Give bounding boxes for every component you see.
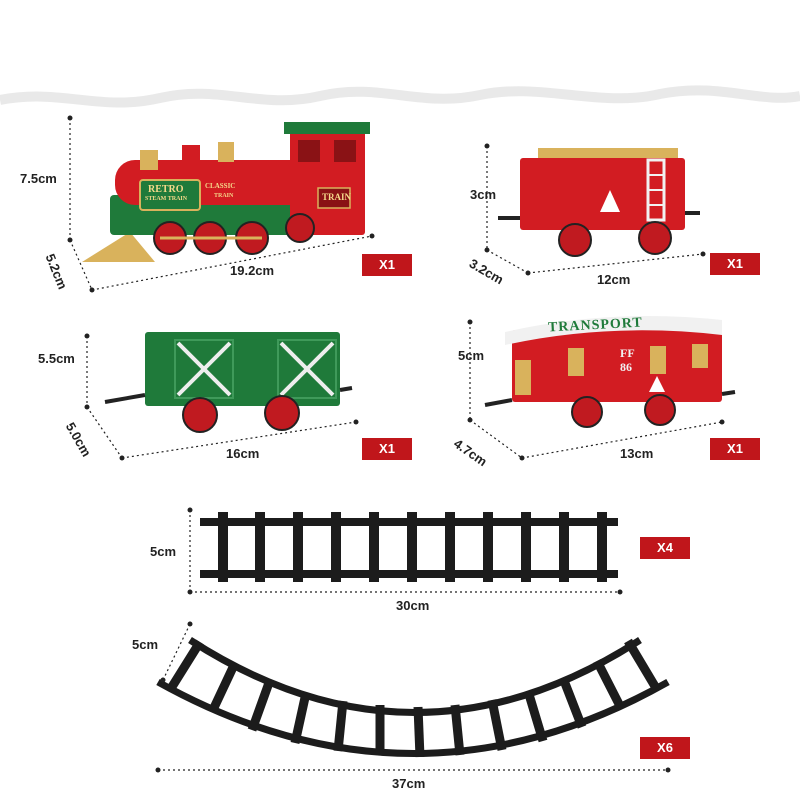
locomotive-plate-subtext: STEAM TRAIN [145,196,188,202]
locomotive-image [82,122,370,262]
curved-track-qty-badge: X6 [640,737,690,759]
freight-car-height-label: 5.5cm [38,351,75,366]
locomotive-height-label: 7.5cm [20,171,57,186]
locomotive-qty-badge: X1 [362,254,412,276]
transport-car-image [484,316,736,428]
straight-track-qty-badge: X4 [640,537,690,559]
coal-car-qty-badge: X1 [710,253,760,275]
transport-code-bottom: 86 [620,360,632,374]
straight-track-image [200,512,618,582]
freight-car-image [104,332,353,433]
locomotive-cab-text: TRAIN [322,192,352,202]
transport-car-height-label: 5cm [458,348,485,363]
locomotive-plate-text: RETRO [148,184,184,195]
coal-car-length-label: 12cm [597,272,631,287]
transport-car-length-label: 13cm [620,446,654,461]
snow-wave-decoration [0,85,800,108]
locomotive-length-label: 19.2cm [230,263,275,278]
freight-car-qty-badge: X1 [362,438,412,460]
straight-track-height-label: 5cm [150,544,177,559]
curved-track-height-label: 5cm [132,637,159,652]
curved-track-image [156,637,670,758]
locomotive-side-text: CLASSIC [205,182,236,190]
locomotive-side-subtext: TRAIN [214,193,234,199]
coal-car-image [498,148,700,257]
transport-car-qty-badge: X1 [710,438,760,460]
coal-car-height-label: 3cm [470,187,497,202]
transport-code-top: FF [620,346,635,360]
straight-track-length-label: 30cm [396,598,430,613]
freight-car-length-label: 16cm [226,446,260,461]
curved-track-length-label: 37cm [392,776,426,791]
